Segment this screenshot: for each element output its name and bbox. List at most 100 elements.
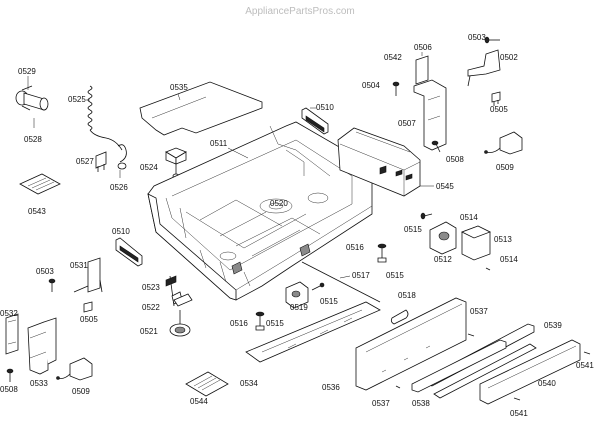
callout-0507: 0507 — [398, 119, 416, 128]
callout-0541-a: 0541 — [576, 361, 594, 370]
callout-0510-top: 0510 — [316, 103, 334, 112]
callout-0523: 0523 — [142, 283, 160, 292]
callout-0525: 0525 — [68, 95, 86, 104]
kickplate-part-0538[interactable] — [411, 339, 507, 393]
rod-part-0517[interactable] — [301, 261, 381, 303]
plate-part-0532[interactable] — [5, 313, 19, 355]
bracket-part-0506[interactable] — [413, 52, 447, 151]
callout-0529: 0529 — [18, 67, 36, 76]
mounting-block-part[interactable] — [165, 147, 187, 179]
screw-part-0537a[interactable] — [467, 333, 475, 337]
callout-0508-left: 0508 — [0, 385, 18, 394]
callout-0544: 0544 — [190, 397, 208, 406]
callout-0536: 0536 — [322, 383, 340, 392]
callout-0516-b: 0516 — [230, 319, 248, 328]
callout-0541-b: 0541 — [510, 409, 528, 418]
screw-part-0503[interactable] — [484, 36, 500, 44]
rail-part-0510b[interactable] — [115, 237, 143, 267]
bracket-part-0502[interactable] — [467, 49, 501, 87]
screw-part-0537b[interactable] — [395, 385, 401, 389]
callout-0518: 0518 — [398, 291, 416, 300]
callout-0509-left: 0509 — [72, 387, 90, 396]
callout-0535: 0535 — [170, 83, 188, 92]
callout-0519: 0519 — [290, 303, 308, 312]
callout-0520: 0520 — [270, 199, 288, 208]
clip-part[interactable] — [95, 151, 107, 172]
screw-part-0516b[interactable] — [255, 311, 265, 331]
callout-0513: 0513 — [494, 235, 512, 244]
cover-plate-part[interactable] — [139, 81, 263, 136]
kickplate-part-0540[interactable] — [479, 339, 581, 405]
screw-part-0504[interactable] — [392, 81, 400, 96]
base-tub-part[interactable] — [147, 121, 373, 301]
kickplate-part-0536[interactable] — [355, 297, 467, 391]
lever-part-0522[interactable] — [173, 293, 193, 307]
screw-part-0515a[interactable] — [420, 212, 433, 220]
cover-part-0513[interactable] — [461, 225, 491, 261]
spring-part[interactable] — [86, 85, 123, 151]
callout-0516-a: 0516 — [346, 243, 364, 252]
callout-0532: 0532 — [0, 309, 18, 318]
rail-part[interactable] — [301, 107, 329, 135]
screw-part-0503b[interactable] — [48, 278, 56, 292]
switch-part-0509[interactable] — [484, 131, 523, 155]
callout-0515-d: 0515 — [266, 319, 284, 328]
screw-part-0541b[interactable] — [513, 397, 521, 401]
bracket-part-0531[interactable] — [73, 257, 103, 293]
callout-0538: 0538 — [412, 399, 430, 408]
callout-0511: 0511 — [210, 139, 228, 148]
float-part-0521[interactable] — [169, 310, 191, 337]
roller-part-0518[interactable] — [390, 309, 409, 325]
pump-cover-part-0512[interactable] — [429, 221, 457, 255]
callout-0527: 0527 — [76, 157, 94, 166]
callout-0503-left: 0503 — [36, 267, 54, 276]
screw-part-0508b[interactable] — [6, 368, 14, 382]
callout-0515-c: 0515 — [320, 297, 338, 306]
plate-part-0534[interactable] — [245, 301, 381, 363]
callout-0508-top: 0508 — [446, 155, 464, 164]
callout-0502: 0502 — [500, 53, 518, 62]
switch-part-0519[interactable] — [285, 281, 325, 309]
callout-0505-left: 0505 — [80, 315, 98, 324]
callout-0521: 0521 — [140, 327, 158, 336]
callout-0537-b: 0537 — [372, 399, 390, 408]
callout-0534: 0534 — [240, 379, 258, 388]
clip-part-0505[interactable] — [491, 91, 501, 106]
callout-0506: 0506 — [414, 43, 432, 52]
screw-part-0516a[interactable] — [377, 243, 387, 263]
callout-0515-b: 0515 — [386, 271, 404, 280]
pad-part-0544[interactable] — [185, 371, 229, 397]
callout-0514-a: 0514 — [460, 213, 478, 222]
callout-0517: 0517 — [352, 271, 370, 280]
callout-0528: 0528 — [24, 135, 42, 144]
callout-0531: 0531 — [70, 261, 88, 270]
bracket-part-0533[interactable] — [27, 317, 57, 375]
callout-0533: 0533 — [30, 379, 48, 388]
callout-0540: 0540 — [538, 379, 556, 388]
callout-0504: 0504 — [362, 81, 380, 90]
callout-0514-b: 0514 — [500, 255, 518, 264]
callout-0512: 0512 — [434, 255, 452, 264]
switch-part-0509b[interactable] — [56, 357, 93, 381]
hose-clamp-part[interactable] — [15, 76, 49, 128]
screw-part-0508[interactable] — [431, 140, 441, 153]
pad-part[interactable] — [19, 173, 61, 195]
callout-0505-top: 0505 — [490, 105, 508, 114]
callout-0524: 0524 — [140, 163, 158, 172]
screw-part-0514b[interactable] — [485, 267, 491, 271]
watermark: AppliancePartsPros.com — [245, 6, 355, 17]
callout-0537-a: 0537 — [470, 307, 488, 316]
callout-0522: 0522 — [142, 303, 160, 312]
control-module-part[interactable] — [337, 127, 434, 197]
callout-0539: 0539 — [544, 321, 562, 330]
callout-0503-top: 0503 — [468, 33, 486, 42]
callout-0545: 0545 — [436, 182, 454, 191]
clip-part-0505b[interactable] — [83, 301, 93, 313]
callout-0510-left: 0510 — [112, 227, 130, 236]
hose-connector-part[interactable] — [117, 144, 127, 178]
screw-part-0541a[interactable] — [583, 351, 591, 355]
callout-0542: 0542 — [384, 53, 402, 62]
callout-0543: 0543 — [28, 207, 46, 216]
callout-0526: 0526 — [110, 183, 128, 192]
